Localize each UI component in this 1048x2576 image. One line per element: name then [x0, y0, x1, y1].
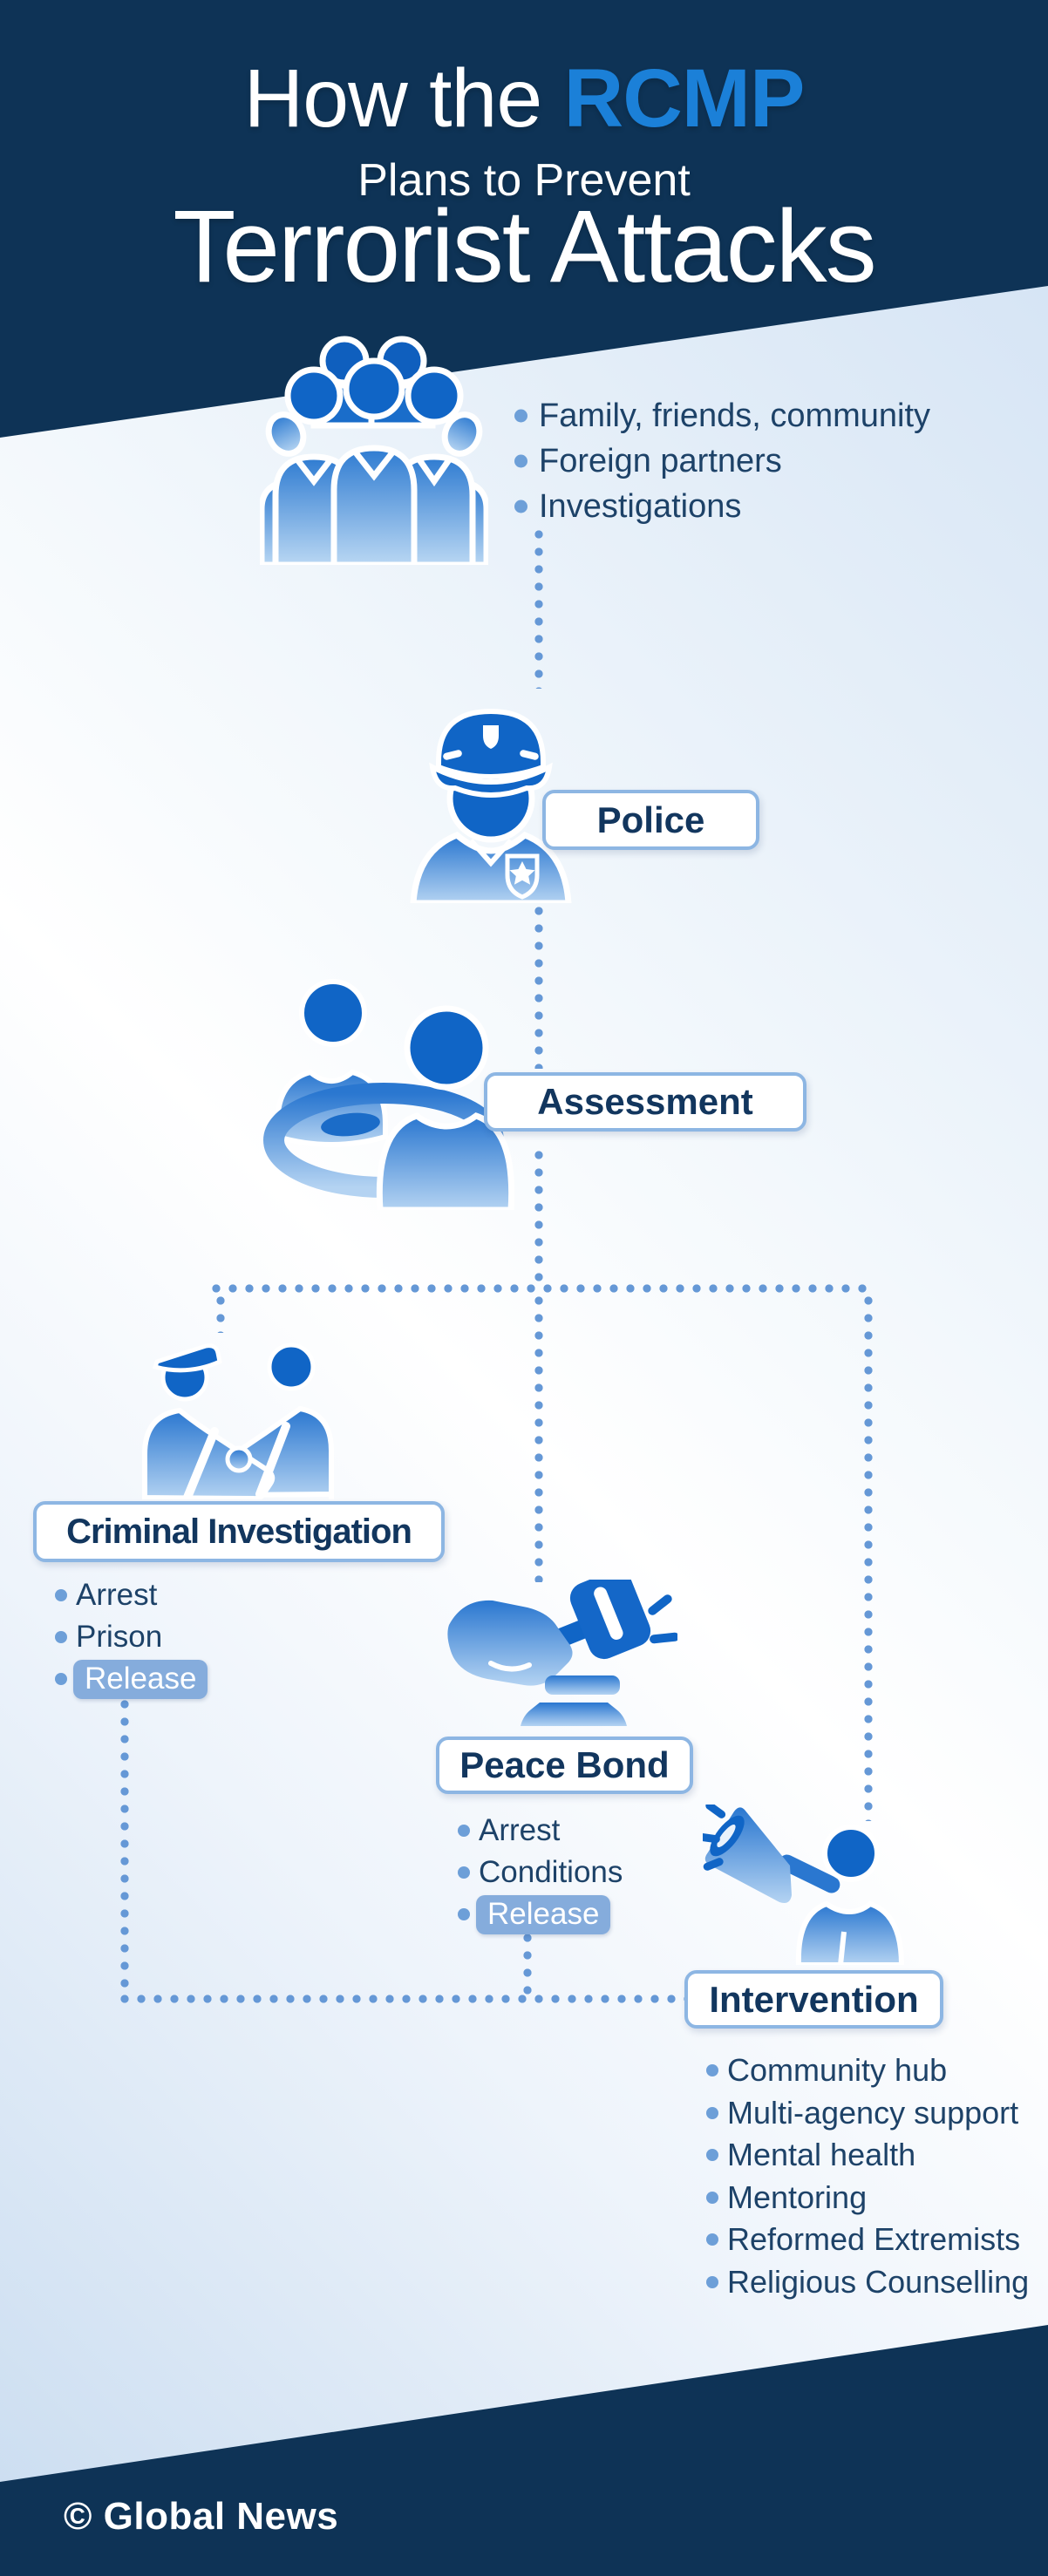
- megaphone-person-icon: [703, 1805, 905, 1965]
- assessment-label-box: Assessment: [484, 1072, 806, 1132]
- connector-branch-to-peace-bond: [534, 1296, 543, 1582]
- list-item: Community hub: [706, 2049, 1029, 2092]
- criminal-investigation-icon: [142, 1342, 334, 1499]
- list-item: Arrest: [55, 1574, 208, 1616]
- list-item: Release: [458, 1893, 623, 1935]
- list-item: Release: [55, 1658, 208, 1700]
- police-label-box: Police: [542, 790, 759, 850]
- title-line-3: Terrorist Attacks: [173, 189, 876, 304]
- list-item: Religious Counselling: [706, 2261, 1029, 2304]
- connector-police-to-assessment: [534, 907, 543, 1069]
- connector-bottom-to-intervention: [120, 1995, 685, 2003]
- list-item: Reformed Extremists: [706, 2219, 1029, 2261]
- connector-branch-to-intervention: [864, 1296, 873, 1821]
- list-item: Foreign partners: [514, 438, 930, 484]
- list-item: Mental health: [706, 2134, 1029, 2177]
- list-item: Family, friends, community: [514, 393, 930, 438]
- list-item: Multi-agency support: [706, 2092, 1029, 2135]
- connector-peace-bond-release-to-bottom: [523, 1934, 532, 1998]
- people-group-icon: [260, 336, 488, 565]
- criminal-investigation-label-box: Criminal Investigation: [33, 1501, 445, 1562]
- list-item: Arrest: [458, 1810, 623, 1852]
- police-officer-icon: [410, 708, 572, 903]
- peace-bond-label-box: Peace Bond: [436, 1737, 693, 1794]
- list-item: Investigations: [514, 484, 930, 529]
- credit-text: © Global News: [64, 2495, 339, 2538]
- gavel-icon: [447, 1580, 677, 1726]
- title-rcmp: RCMP: [563, 52, 806, 145]
- list-item: Prison: [55, 1616, 208, 1658]
- assessment-meeting-icon: [263, 979, 515, 1210]
- title-line-2: Plans to Prevent: [357, 155, 691, 206]
- list-item: Conditions: [458, 1852, 623, 1893]
- connector-release-to-bottom: [120, 1700, 129, 1998]
- title-how-the: How the: [243, 52, 543, 145]
- list-item: Mentoring: [706, 2177, 1029, 2219]
- connector-sources-to-police: [534, 530, 543, 689]
- intervention-label-box: Intervention: [684, 1970, 943, 2029]
- title-line-1: How the RCMP: [0, 58, 1048, 140]
- connector-assessment-to-branch: [534, 1151, 543, 1288]
- connector-branch-horizontal: [212, 1284, 874, 1293]
- connector-branch-to-criminal-investigation: [216, 1296, 225, 1333]
